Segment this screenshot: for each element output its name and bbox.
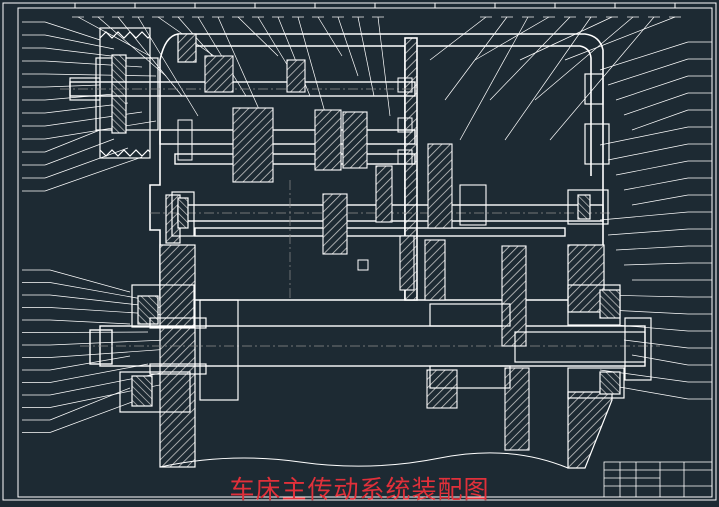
- leader-line: [49, 319, 131, 325]
- leader-line: [137, 16, 199, 117]
- leader-line: [44, 138, 115, 166]
- leader-line: [607, 309, 689, 315]
- leader-line: [44, 129, 101, 153]
- break-line: [159, 452, 569, 469]
- leader-line: [44, 111, 143, 127]
- leader-line: [49, 387, 131, 421]
- drawing-title: 车床主传动系统装配图: [229, 475, 490, 504]
- leader-line: [607, 143, 689, 161]
- leader-line: [623, 262, 689, 266]
- leader-line: [49, 269, 131, 293]
- leader-line: [564, 16, 676, 61]
- leader-line: [615, 245, 689, 251]
- leader-line: [44, 21, 101, 41]
- leader-line: [44, 34, 115, 50]
- housing-walls: [159, 33, 613, 469]
- gearbox-housing: [149, 33, 604, 301]
- leader-line: [44, 93, 115, 101]
- border-ticks: [74, 3, 676, 8]
- leader-line: [504, 16, 592, 141]
- spindle-front: [119, 284, 239, 413]
- leader-line: [599, 211, 689, 221]
- leader-line: [631, 109, 689, 131]
- leader-line: [607, 58, 689, 86]
- leader-line: [623, 92, 689, 116]
- leader-line: [607, 228, 689, 236]
- leader-line: [474, 16, 550, 61]
- leader-line: [44, 147, 129, 179]
- title-block: [603, 461, 713, 498]
- leader-line: [607, 384, 689, 400]
- leader-line: [44, 84, 101, 88]
- leader-line: [357, 16, 375, 97]
- leader-line: [615, 160, 689, 176]
- leader-line: [631, 194, 689, 206]
- leader-line: [631, 354, 689, 366]
- leader-line: [377, 16, 391, 117]
- small-details: [177, 77, 413, 271]
- leader-line: [49, 363, 149, 383]
- leader-line: [44, 60, 143, 68]
- leader-line: [519, 16, 613, 61]
- leader-line: [623, 177, 689, 191]
- leader-line: [44, 156, 143, 192]
- leader-line: [237, 16, 279, 57]
- leader-line: [317, 16, 343, 57]
- gears: [204, 55, 530, 451]
- leader-line: [623, 339, 689, 349]
- leader-line: [615, 75, 689, 101]
- leader-line: [444, 16, 508, 101]
- leader-line: [549, 16, 655, 141]
- leader-line: [49, 339, 167, 346]
- spindle-rear: [429, 284, 652, 399]
- leader-line: [599, 41, 689, 71]
- right-bearings: [171, 73, 610, 237]
- leader-line: [599, 126, 689, 146]
- leader-line: [459, 16, 529, 141]
- leader-line: [429, 16, 487, 61]
- leader-line: [534, 16, 634, 101]
- leader-line: [97, 16, 167, 77]
- leader-line: [49, 331, 149, 333]
- drawing-frame: [2, 2, 717, 501]
- leader-line: [489, 16, 571, 101]
- belt-pulley: [69, 27, 159, 159]
